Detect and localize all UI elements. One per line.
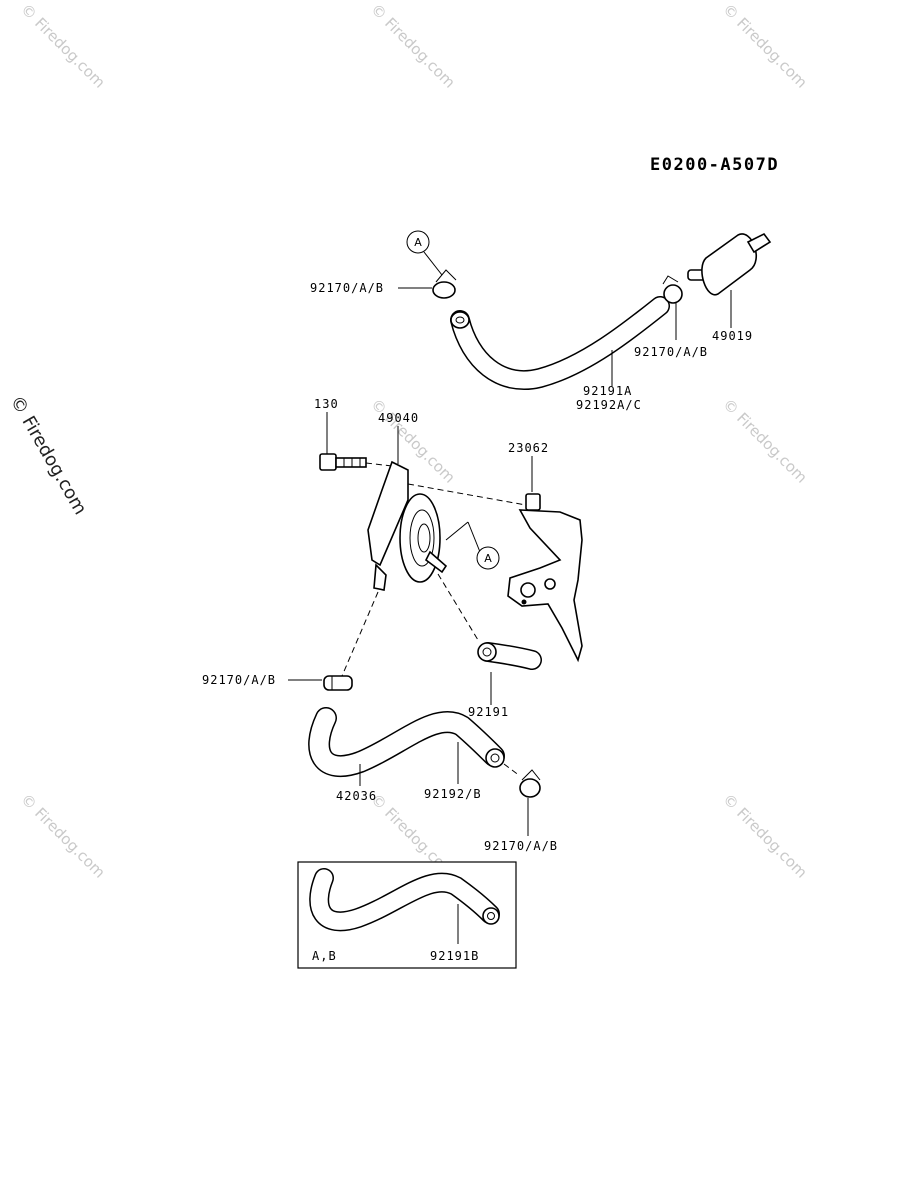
label-clamp-mid-left: 92170/A/B: [202, 673, 276, 687]
watermark-text: © Firedog.com: [17, 790, 109, 882]
label-clamp-top-right: 92170/A/B: [634, 345, 708, 359]
side-watermark-text: © Firedog.com: [6, 392, 91, 518]
label-hose-mid: 92192/B: [424, 787, 482, 801]
hose-clamp-bottom: [503, 763, 541, 836]
callout-a-mid: A: [476, 546, 500, 570]
fuel-hose-top: [450, 296, 670, 390]
watermark-text: © Firedog.com: [367, 395, 459, 487]
label-hose-short: 92191: [468, 705, 509, 719]
label-bracket: 23062: [508, 441, 549, 455]
watermark-text: © Firedog.com: [17, 0, 109, 92]
fuel-filter: [687, 232, 772, 328]
callout-a-mid-letter: A: [484, 552, 492, 565]
label-fuel-filter: 49019: [712, 329, 753, 343]
fuel-pump: [367, 460, 448, 591]
label-fuel-pump: 49040: [378, 411, 419, 425]
watermark-group: © Firedog.com © Firedog.com © Firedog.co…: [6, 0, 811, 882]
mounting-bracket: [507, 493, 583, 663]
label-clamp-top-left: 92170/A/B: [310, 281, 384, 295]
label-inset-models: A,B: [312, 949, 337, 963]
label-clamp-bottom: 92170/A/B: [484, 839, 558, 853]
watermark-text: © Firedog.com: [719, 395, 811, 487]
bolt: [319, 453, 393, 471]
callout-a-top-letter: A: [414, 236, 422, 249]
label-bolt: 130: [314, 397, 339, 411]
hose-clamp-mid-left: [323, 675, 353, 691]
watermark-text: © Firedog.com: [367, 0, 459, 92]
label-hose-main: 42036: [336, 789, 377, 803]
inset-box: [297, 861, 517, 969]
label-hose-top-1: 92191A: [583, 384, 632, 398]
fuel-hose-short: [477, 642, 542, 670]
watermark-text: © Firedog.com: [719, 790, 811, 882]
label-inset-hose: 92191B: [430, 949, 479, 963]
watermark-text: © Firedog.com: [719, 0, 811, 92]
hose-clamp-top-left: [398, 269, 457, 299]
label-hose-top-2: 92192A/C: [576, 398, 642, 412]
fuel-hose-main: [308, 707, 505, 778]
hose-clamp-top-right: [662, 275, 683, 340]
callout-a-top: A: [406, 230, 443, 276]
diagram-code: E0200-A507D: [650, 155, 779, 175]
